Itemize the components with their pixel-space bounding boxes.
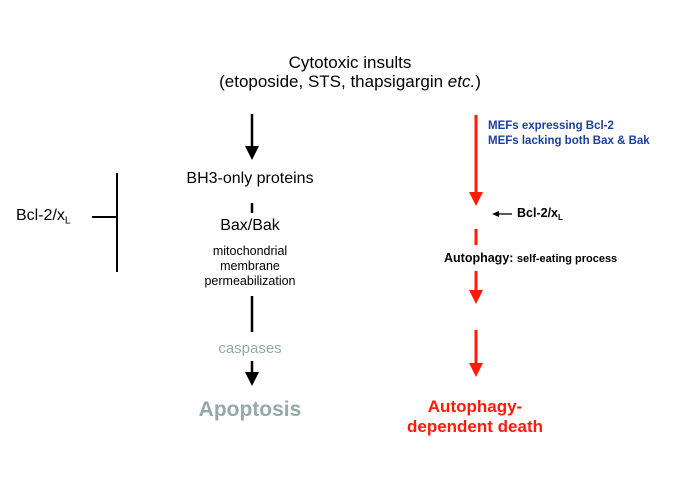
condition-item: MEFs expressing Bcl-2 xyxy=(488,120,614,132)
bcl2-xl-inhibitor-right: Bcl-2/xL xyxy=(517,206,563,222)
outcome-line: dependent death xyxy=(406,417,543,436)
title-line-2-prefix: (etoposide, STS, thapsigargin xyxy=(219,72,448,91)
autophagy-step: Autophagy: self-eating process xyxy=(444,251,617,265)
mmp-line: membrane xyxy=(220,259,280,273)
red-arrow-autophagy-1 xyxy=(469,271,483,304)
autophagy-dependent-death-outcome: Autophagy- dependent death xyxy=(395,397,555,437)
mmp-line: permeabilization xyxy=(204,274,296,288)
mmp-label: mitochondrial membrane permeabilization xyxy=(150,244,350,289)
red-arrow-insult-to-block xyxy=(469,115,483,206)
title-line-2: (etoposide, STS, thapsigargin etc.) xyxy=(150,72,550,92)
red-arrow-autophagy-2 xyxy=(469,330,483,377)
small-inhibit-arrow xyxy=(492,211,512,217)
condition-item: MEFs lacking both Bax & Bak xyxy=(488,135,650,147)
bh3-only-proteins-label: BH3-only proteins xyxy=(186,170,314,187)
bcl2-xl-label: Bcl-2/x xyxy=(517,206,558,220)
caspases-label: caspases xyxy=(218,340,282,357)
bcl2-xl-subscript: L xyxy=(64,215,71,227)
autophagy-separator: : xyxy=(509,251,517,265)
bcl2-xl-subscript: L xyxy=(558,212,563,222)
bcl2-xl-inhibitor-left: Bcl-2/xL xyxy=(16,207,71,227)
bax-bak-label: Bax/Bak xyxy=(220,217,280,234)
arrow-caspases-to-apoptosis xyxy=(245,361,259,386)
conditions-list: MEFs expressing Bcl-2 MEFs lacking both … xyxy=(488,119,650,149)
arrow-insult-to-bh3 xyxy=(245,114,259,160)
title-line-1: Cytotoxic insults xyxy=(288,53,412,72)
autophagy-label: Autophagy xyxy=(444,251,510,265)
title-line-2-suffix: ) xyxy=(475,72,481,91)
autophagy-description: self-eating process xyxy=(516,253,618,265)
mmp-line: mitochondrial xyxy=(212,244,288,258)
outcome-line: Autophagy- xyxy=(427,397,523,416)
inhibition-bar xyxy=(92,173,118,272)
bcl2-xl-label: Bcl-2/x xyxy=(16,207,65,224)
title-line-2-italic: etc. xyxy=(447,72,476,91)
apoptosis-outcome: Apoptosis xyxy=(198,398,302,421)
